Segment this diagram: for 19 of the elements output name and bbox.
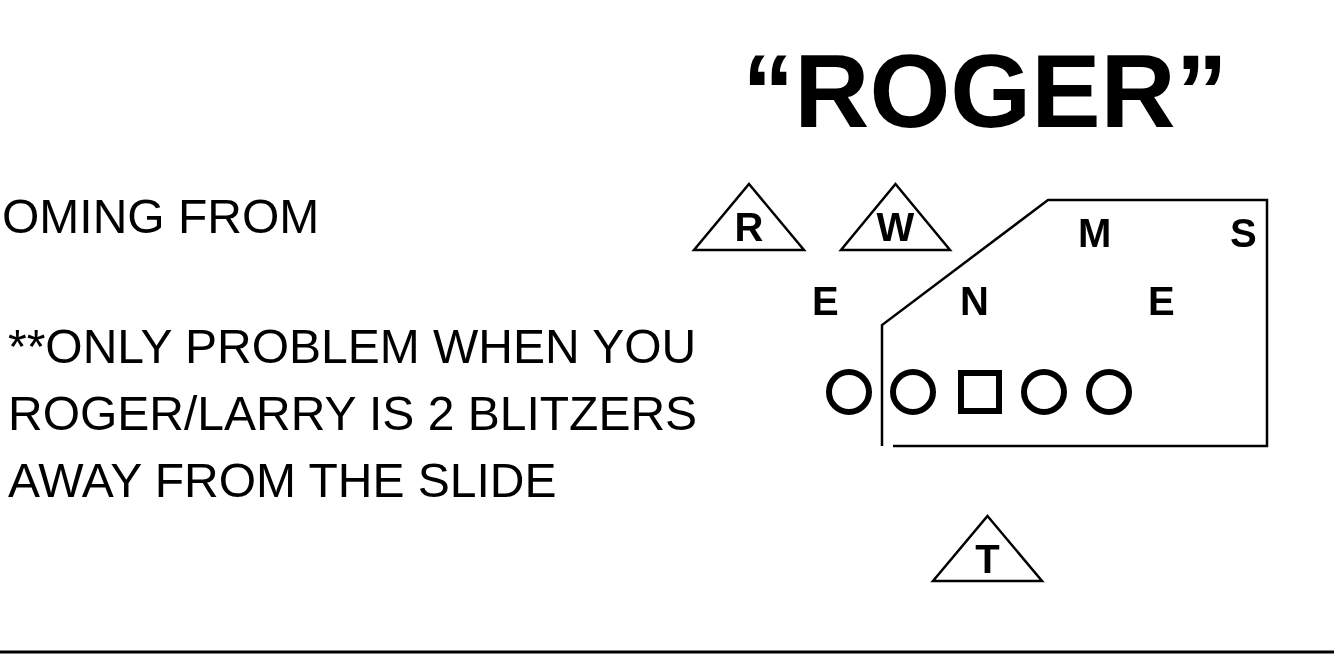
player-circle	[826, 369, 872, 415]
position-letter: M	[1078, 213, 1112, 253]
note-text: OMING FROM	[2, 189, 320, 245]
defender-triangle	[693, 183, 805, 251]
player-circle	[1021, 369, 1067, 415]
note-text: **ONLY PROBLEM WHEN YOU ROGER/LARRY IS 2 BLITZERS AWAY FROM THE SLIDE	[8, 319, 699, 509]
position-letter: W	[875, 207, 916, 247]
center-square	[958, 370, 1002, 414]
defender-triangle	[932, 515, 1043, 582]
position-letter: T	[974, 539, 1001, 579]
position-letter: S	[1230, 213, 1257, 253]
position-letter: R	[733, 207, 765, 247]
title: “ROGER”	[741, 38, 1229, 144]
position-letter: E	[1148, 281, 1175, 321]
defender-triangle	[840, 183, 951, 251]
player-circle	[890, 369, 936, 415]
player-circle	[1086, 369, 1132, 415]
position-letter: N	[960, 281, 989, 321]
position-letter: E	[812, 281, 839, 321]
